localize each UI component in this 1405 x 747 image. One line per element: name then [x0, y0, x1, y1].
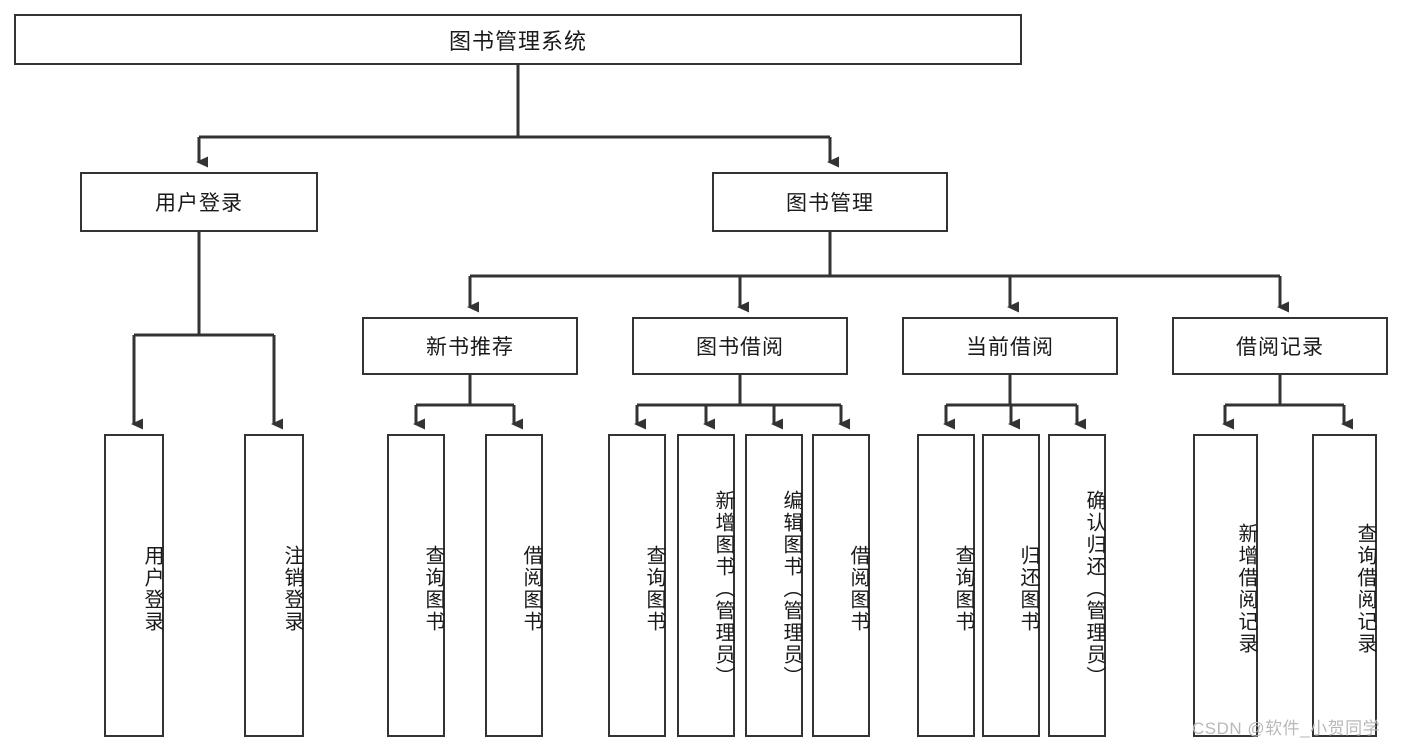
node-leaf-user-logout-label: 注销登录	[281, 544, 303, 633]
node-new-book-recommend-label: 新书推荐	[426, 336, 514, 359]
node-current-borrow[interactable]: 当前借阅	[902, 317, 1118, 375]
node-leaf-return-book-label: 归还图书	[1017, 544, 1039, 633]
node-leaf-query-book-3-label: 查询图书	[952, 544, 974, 633]
node-leaf-query-book-1[interactable]: 查询图书	[387, 434, 445, 737]
node-book-borrow-label: 图书借阅	[696, 336, 784, 359]
node-leaf-borrow-book-2-label: 借阅图书	[847, 544, 869, 633]
node-book-manage[interactable]: 图书管理	[712, 172, 948, 232]
node-leaf-return-book[interactable]: 归还图书	[982, 434, 1040, 737]
node-leaf-query-book-3[interactable]: 查询图书	[917, 434, 975, 737]
node-leaf-confirm-return[interactable]: 确认归还（管理员）	[1048, 434, 1106, 737]
node-leaf-query-book-2-label: 查询图书	[643, 544, 665, 633]
node-root-label: 图书管理系统	[448, 28, 587, 54]
node-leaf-user-login[interactable]: 用户登录	[104, 434, 164, 737]
node-root[interactable]: 图书管理系统	[14, 14, 1022, 65]
node-new-book-recommend[interactable]: 新书推荐	[362, 317, 578, 375]
node-leaf-borrow-book-1-label: 借阅图书	[520, 544, 542, 633]
node-borrow-record[interactable]: 借阅记录	[1172, 317, 1388, 375]
node-leaf-add-book[interactable]: 新增图书（管理员）	[677, 434, 735, 737]
node-leaf-query-book-2[interactable]: 查询图书	[608, 434, 666, 737]
node-leaf-query-book-1-label: 查询图书	[422, 544, 444, 633]
node-leaf-confirm-return-label: 确认归还（管理员）	[1083, 489, 1105, 688]
node-leaf-add-record[interactable]: 新增借阅记录	[1193, 434, 1258, 737]
node-leaf-borrow-book-1[interactable]: 借阅图书	[485, 434, 543, 737]
node-leaf-add-record-label: 新增借阅记录	[1235, 522, 1257, 655]
node-borrow-record-label: 借阅记录	[1236, 336, 1324, 359]
node-leaf-borrow-book-2[interactable]: 借阅图书	[812, 434, 870, 737]
node-current-borrow-label: 当前借阅	[966, 336, 1054, 359]
node-leaf-user-login-label: 用户登录	[141, 544, 163, 633]
watermark: CSDN @软件_小贺同学	[1192, 719, 1381, 738]
node-leaf-edit-book[interactable]: 编辑图书（管理员）	[745, 434, 803, 737]
node-leaf-query-record-label: 查询借阅记录	[1354, 522, 1376, 655]
node-book-borrow[interactable]: 图书借阅	[632, 317, 848, 375]
node-leaf-add-book-label: 新增图书（管理员）	[712, 489, 734, 688]
node-leaf-user-logout[interactable]: 注销登录	[244, 434, 304, 737]
node-user-login[interactable]: 用户登录	[80, 172, 318, 232]
node-leaf-edit-book-label: 编辑图书（管理员）	[780, 489, 802, 688]
node-book-manage-label: 图书管理	[786, 192, 874, 215]
node-leaf-query-record[interactable]: 查询借阅记录	[1312, 434, 1377, 737]
node-user-login-label: 用户登录	[155, 192, 243, 215]
